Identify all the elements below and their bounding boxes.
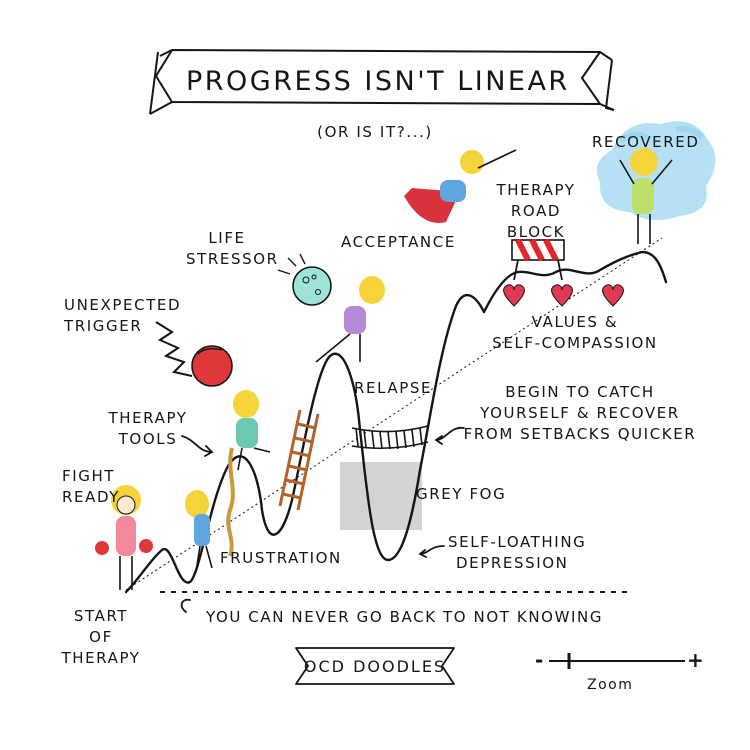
figure-frustration: [185, 490, 213, 573]
zoom-control: - + Zoom: [535, 645, 704, 705]
label-line: block: [506, 223, 566, 241]
label-line: Begin to catch: [505, 383, 655, 401]
progress-curve: [124, 250, 668, 594]
label-line: Fight: [62, 467, 116, 485]
annotation-arrows: [180, 427, 465, 613]
grey-fog: [340, 462, 422, 530]
hearts: [503, 284, 624, 307]
linear-trend-line: [125, 237, 663, 591]
footer-brand: OCD Doodles: [303, 657, 447, 676]
zoom-label: Zoom: [587, 677, 634, 693]
label-line: road: [510, 202, 562, 220]
sky-cloud: [596, 121, 716, 221]
figure-acceptance: [315, 276, 385, 363]
life-stressor-meteor: [277, 253, 332, 306]
climbing-rope: [226, 447, 235, 557]
road-block-barrier: [511, 238, 565, 281]
label-line: Start: [73, 607, 129, 625]
subtitle: (or is it?...): [317, 123, 433, 141]
label-line: therapy: [61, 649, 141, 667]
label-line: tools: [118, 430, 178, 448]
label-recovered: Recovered: [592, 133, 700, 151]
label-line: Therapy: [108, 409, 188, 427]
label-never-go-back: You can never go back to not knowing: [206, 608, 604, 626]
label-self-loathing-depression: Self-loathing depression: [448, 532, 586, 574]
figure-fight-ready: [95, 485, 153, 590]
label-therapy-tools: Therapy tools: [108, 408, 188, 450]
label-frustration: Frustration: [220, 549, 342, 567]
label-line: of: [89, 628, 113, 646]
figure-therapy-tools: [233, 390, 271, 471]
label-line: Values &: [531, 313, 619, 331]
label-acceptance: Acceptance: [341, 233, 456, 251]
label-grey-fog: Grey fog: [416, 485, 507, 503]
title-banner: [149, 49, 615, 115]
ladder: [278, 409, 320, 511]
label-line: Self-loathing: [448, 533, 587, 551]
figure-recovered: [619, 148, 673, 244]
label-line: Therapy: [496, 181, 576, 199]
label-begin-to-catch: Begin to catch yourself & recover from s…: [462, 382, 698, 445]
label-line: trigger: [64, 317, 143, 335]
label-life-stressor: Life stressor: [186, 228, 279, 270]
zoom-in-button[interactable]: +: [687, 648, 704, 672]
zoom-slider-track[interactable]: [535, 651, 700, 671]
figure-superhero: [404, 149, 517, 223]
label-fight-ready: Fight ready: [62, 466, 120, 508]
label-line: self-compassion: [492, 334, 658, 352]
label-line: Life: [208, 229, 246, 247]
label-line: from setbacks quicker: [463, 425, 697, 443]
label-line: stressor: [186, 250, 279, 268]
page-title: Progress isn't linear: [186, 66, 570, 97]
label-relapse: Relapse: [354, 379, 433, 397]
label-unexpected-trigger: Unexpected trigger: [64, 295, 181, 337]
label-line: Unexpected: [64, 296, 182, 314]
label-line: ready: [62, 488, 121, 506]
label-line: yourself & recover: [480, 404, 680, 422]
label-values-self-compassion: Values & self-compassion: [490, 312, 660, 354]
spring-boxing-glove: [155, 321, 233, 387]
footer-banner: [295, 647, 455, 685]
label-therapy-road-block: Therapy road block: [494, 180, 578, 243]
label-line: depression: [456, 554, 569, 572]
zoom-out-button[interactable]: -: [535, 648, 544, 672]
rope-net-bridge: [351, 425, 429, 450]
label-start-of-therapy: Start of therapy: [58, 606, 144, 669]
